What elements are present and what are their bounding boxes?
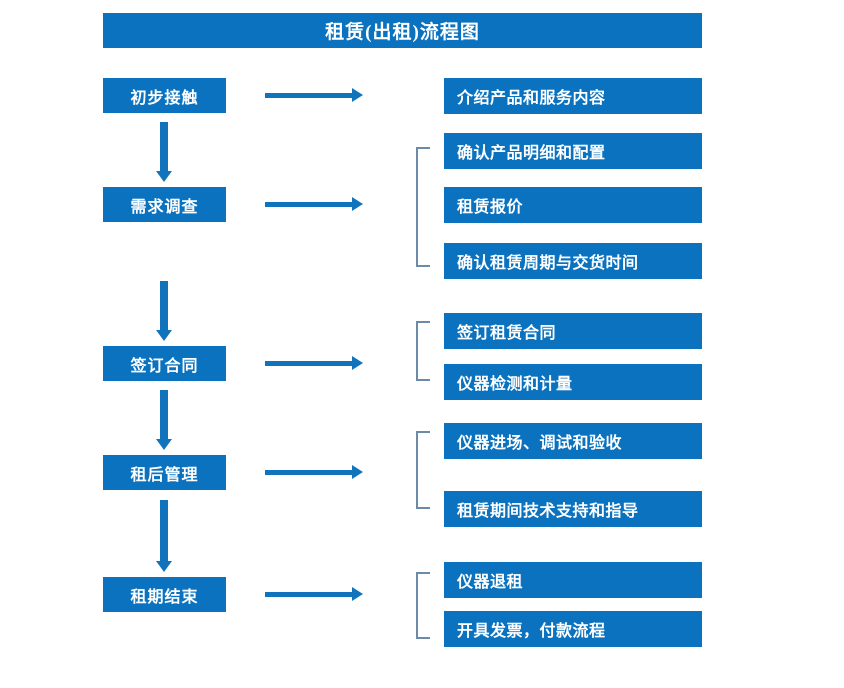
group-bracket-4 — [416, 572, 430, 639]
detail-box-3[interactable]: 租赁报价 — [444, 187, 702, 223]
stage-box-2[interactable]: 需求调查 — [103, 187, 226, 222]
flow-arrow-down-2 — [156, 281, 172, 341]
stage-arrow-right-3 — [265, 356, 363, 370]
detail-box-4[interactable]: 确认租赁周期与交货时间 — [444, 243, 702, 279]
detail-box-10[interactable]: 开具发票，付款流程 — [444, 611, 702, 647]
detail-box-5[interactable]: 签订租赁合同 — [444, 313, 702, 349]
group-bracket-1 — [416, 147, 430, 267]
detail-box-1[interactable]: 介绍产品和服务内容 — [444, 78, 702, 114]
group-bracket-3 — [416, 431, 430, 509]
detail-box-7[interactable]: 仪器进场、调试和验收 — [444, 423, 702, 459]
detail-box-9[interactable]: 仪器退租 — [444, 562, 702, 598]
group-bracket-2 — [416, 321, 430, 381]
stage-arrow-right-1 — [265, 88, 363, 102]
flow-arrow-down-4 — [156, 500, 172, 572]
stage-box-5[interactable]: 租期结束 — [103, 577, 226, 612]
flow-arrow-down-1 — [156, 122, 172, 182]
stage-arrow-right-2 — [265, 197, 363, 211]
diagram-title: 租赁(出租)流程图 — [103, 13, 702, 48]
detail-box-6[interactable]: 仪器检测和计量 — [444, 364, 702, 400]
flow-arrow-down-3 — [156, 390, 172, 450]
detail-box-2[interactable]: 确认产品明细和配置 — [444, 133, 702, 169]
stage-arrow-right-4 — [265, 465, 363, 479]
stage-box-4[interactable]: 租后管理 — [103, 455, 226, 490]
detail-box-8[interactable]: 租赁期间技术支持和指导 — [444, 491, 702, 527]
stage-box-3[interactable]: 签订合同 — [103, 346, 226, 381]
stage-box-1[interactable]: 初步接触 — [103, 78, 226, 113]
stage-arrow-right-5 — [265, 587, 363, 601]
